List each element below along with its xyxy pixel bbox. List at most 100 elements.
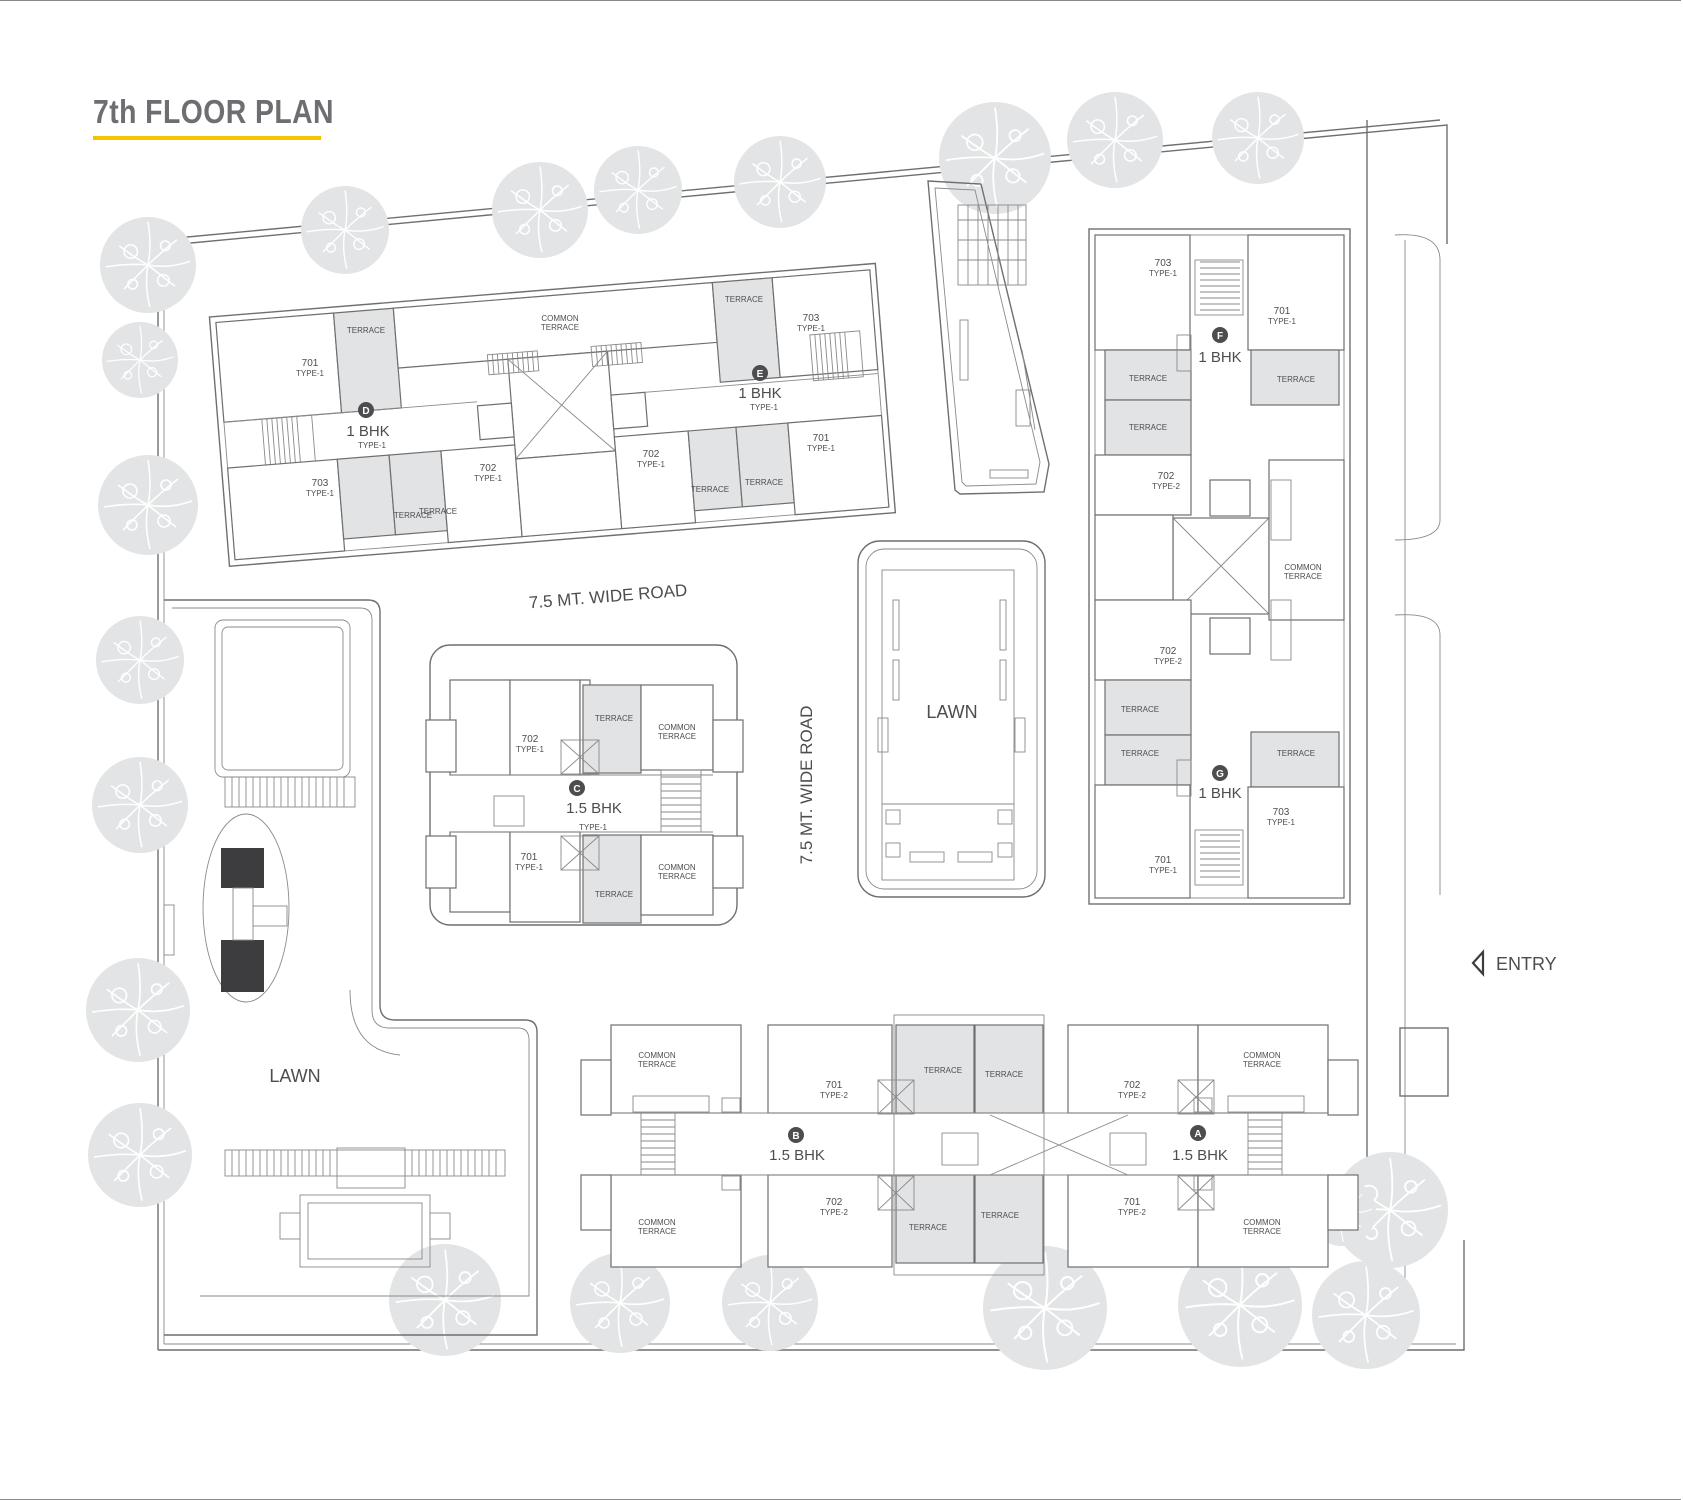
- chevron-left-icon: [1471, 949, 1485, 977]
- terrace-label: TERRACE: [1121, 749, 1159, 758]
- flat-no: 701: [521, 852, 538, 863]
- terrace-label: TERRACE: [347, 326, 385, 335]
- wing-marker-f: [1212, 327, 1228, 343]
- flat-type: TYPE-1: [296, 369, 325, 378]
- flat-no: 703: [1273, 807, 1290, 818]
- terrace-label: TERRACE: [1129, 423, 1167, 432]
- tree-icon: [300, 185, 390, 275]
- terrace-d2: [336, 454, 397, 540]
- wing-marker-c: [569, 780, 585, 796]
- wing-marker-d: [358, 402, 374, 418]
- wing-d-type: TYPE-1: [358, 441, 387, 450]
- flat-type: TYPE-1: [306, 489, 335, 498]
- common-terrace-label-1: COMMON: [638, 1051, 676, 1060]
- wing-letter-f: F: [1217, 331, 1223, 342]
- wing-c-block: [425, 644, 744, 926]
- terrace-label: TERRACE: [691, 485, 729, 494]
- common-terrace-label-2: TERRACE: [658, 732, 696, 741]
- wing-letter-d: D: [362, 406, 369, 417]
- common-terrace-label-1: COMMON: [658, 863, 696, 872]
- terrace-b2: [895, 1174, 975, 1264]
- common-terrace-label-2: TERRACE: [638, 1227, 676, 1236]
- terrace-label: TERRACE: [595, 714, 633, 723]
- wing-letter-a: A: [1194, 1129, 1201, 1140]
- common-terrace-label-1: COMMON: [1243, 1051, 1281, 1060]
- flat-type: TYPE-2: [820, 1208, 849, 1217]
- flat-no: 703: [1155, 258, 1172, 269]
- flat-type: TYPE-2: [1152, 482, 1181, 491]
- common-terrace-label-2: TERRACE: [658, 872, 696, 881]
- tree-icon: [85, 957, 191, 1063]
- wing-de-block: [208, 262, 897, 567]
- common-terrace-label-1: COMMON: [638, 1218, 676, 1227]
- wing-c-labels: TERRACE COMMON TERRACE 702 TYPE-1 C 1.5 …: [515, 714, 696, 899]
- road-horizontal-label: 7.5 MT. WIDE ROAD: [528, 581, 688, 613]
- wing-c-type: TYPE-1: [579, 823, 608, 832]
- tree-icon: [101, 321, 179, 399]
- flat-type: TYPE-1: [1268, 317, 1297, 326]
- flat-no: 702: [1124, 1080, 1141, 1091]
- terrace-c2: [582, 834, 642, 924]
- terrace-e2: [687, 426, 744, 512]
- tree-icon: [733, 135, 827, 229]
- flat-type: TYPE-1: [797, 324, 826, 333]
- lawn-left-block: [163, 599, 538, 1336]
- wing-ab-block: [580, 1014, 1359, 1276]
- flat-type: TYPE-1: [807, 444, 836, 453]
- flat-no: 701: [1124, 1197, 1141, 1208]
- terrace-a2: [974, 1174, 1044, 1264]
- tree-icon: [388, 1243, 502, 1357]
- terrace-label: TERRACE: [595, 890, 633, 899]
- terrace-b1: [895, 1024, 975, 1114]
- terrace-label: TERRACE: [909, 1223, 947, 1232]
- common-terrace-label-2: TERRACE: [1284, 572, 1322, 581]
- wing-marker-a: [1190, 1125, 1206, 1141]
- terrace-label: TERRACE: [981, 1211, 1019, 1220]
- wing-letter-e: E: [757, 369, 764, 380]
- wing-e-unit: 1 BHK: [738, 385, 781, 402]
- common-terrace-label-2: TERRACE: [541, 323, 579, 332]
- wing-g-unit: 1 BHK: [1198, 785, 1241, 802]
- flat-type: TYPE-1: [1267, 818, 1296, 827]
- common-terrace-label-2: TERRACE: [1243, 1060, 1281, 1069]
- tree-icon: [491, 161, 589, 259]
- terrace-g3: [1250, 731, 1340, 788]
- entry-marker: ENTRY: [1471, 949, 1557, 977]
- flat-no: 703: [312, 478, 329, 489]
- terrace-label: TERRACE: [725, 295, 763, 304]
- common-terrace-label-1: COMMON: [541, 314, 579, 323]
- flat-type: TYPE-1: [1149, 269, 1178, 278]
- entry-label: ENTRY: [1496, 954, 1557, 974]
- terrace-f2: [1104, 399, 1192, 456]
- terrace-label: TERRACE: [1129, 374, 1167, 383]
- flat-type: TYPE-1: [516, 745, 545, 754]
- terrace-label: TERRACE: [1121, 705, 1159, 714]
- terrace-label: TERRACE: [1277, 375, 1315, 384]
- tree-icon: [593, 145, 683, 235]
- tree-icon: [569, 1252, 671, 1354]
- lawn-center-label: LAWN: [926, 702, 977, 722]
- flat-no: 701: [302, 358, 319, 369]
- flat-no: 702: [522, 734, 539, 745]
- terrace-label: TERRACE: [985, 1070, 1023, 1079]
- terrace-e1: [711, 277, 781, 383]
- terrace-d3: [388, 450, 448, 536]
- flat-no: 703: [803, 313, 820, 324]
- flat-no: 701: [1155, 855, 1172, 866]
- flat-type: TYPE-1: [1149, 866, 1178, 875]
- terrace-label: TERRACE: [924, 1066, 962, 1075]
- wing-d-unit: 1 BHK: [346, 423, 389, 440]
- wing-e-type: TYPE-1: [750, 403, 779, 412]
- pergola-block: [927, 180, 1050, 495]
- terrace-label: TERRACE: [394, 511, 432, 520]
- wing-c-unit: 1.5 BHK: [566, 800, 622, 817]
- flat-no: 702: [1158, 471, 1175, 482]
- flat-type: TYPE-1: [637, 460, 666, 469]
- sit-out-2: [221, 940, 264, 992]
- lawn-left-label: LAWN: [269, 1066, 320, 1086]
- flat-type: TYPE-1: [515, 863, 544, 872]
- terrace-c1: [582, 684, 642, 774]
- flat-no: 701: [813, 433, 830, 444]
- wing-fg-block: [1088, 228, 1351, 905]
